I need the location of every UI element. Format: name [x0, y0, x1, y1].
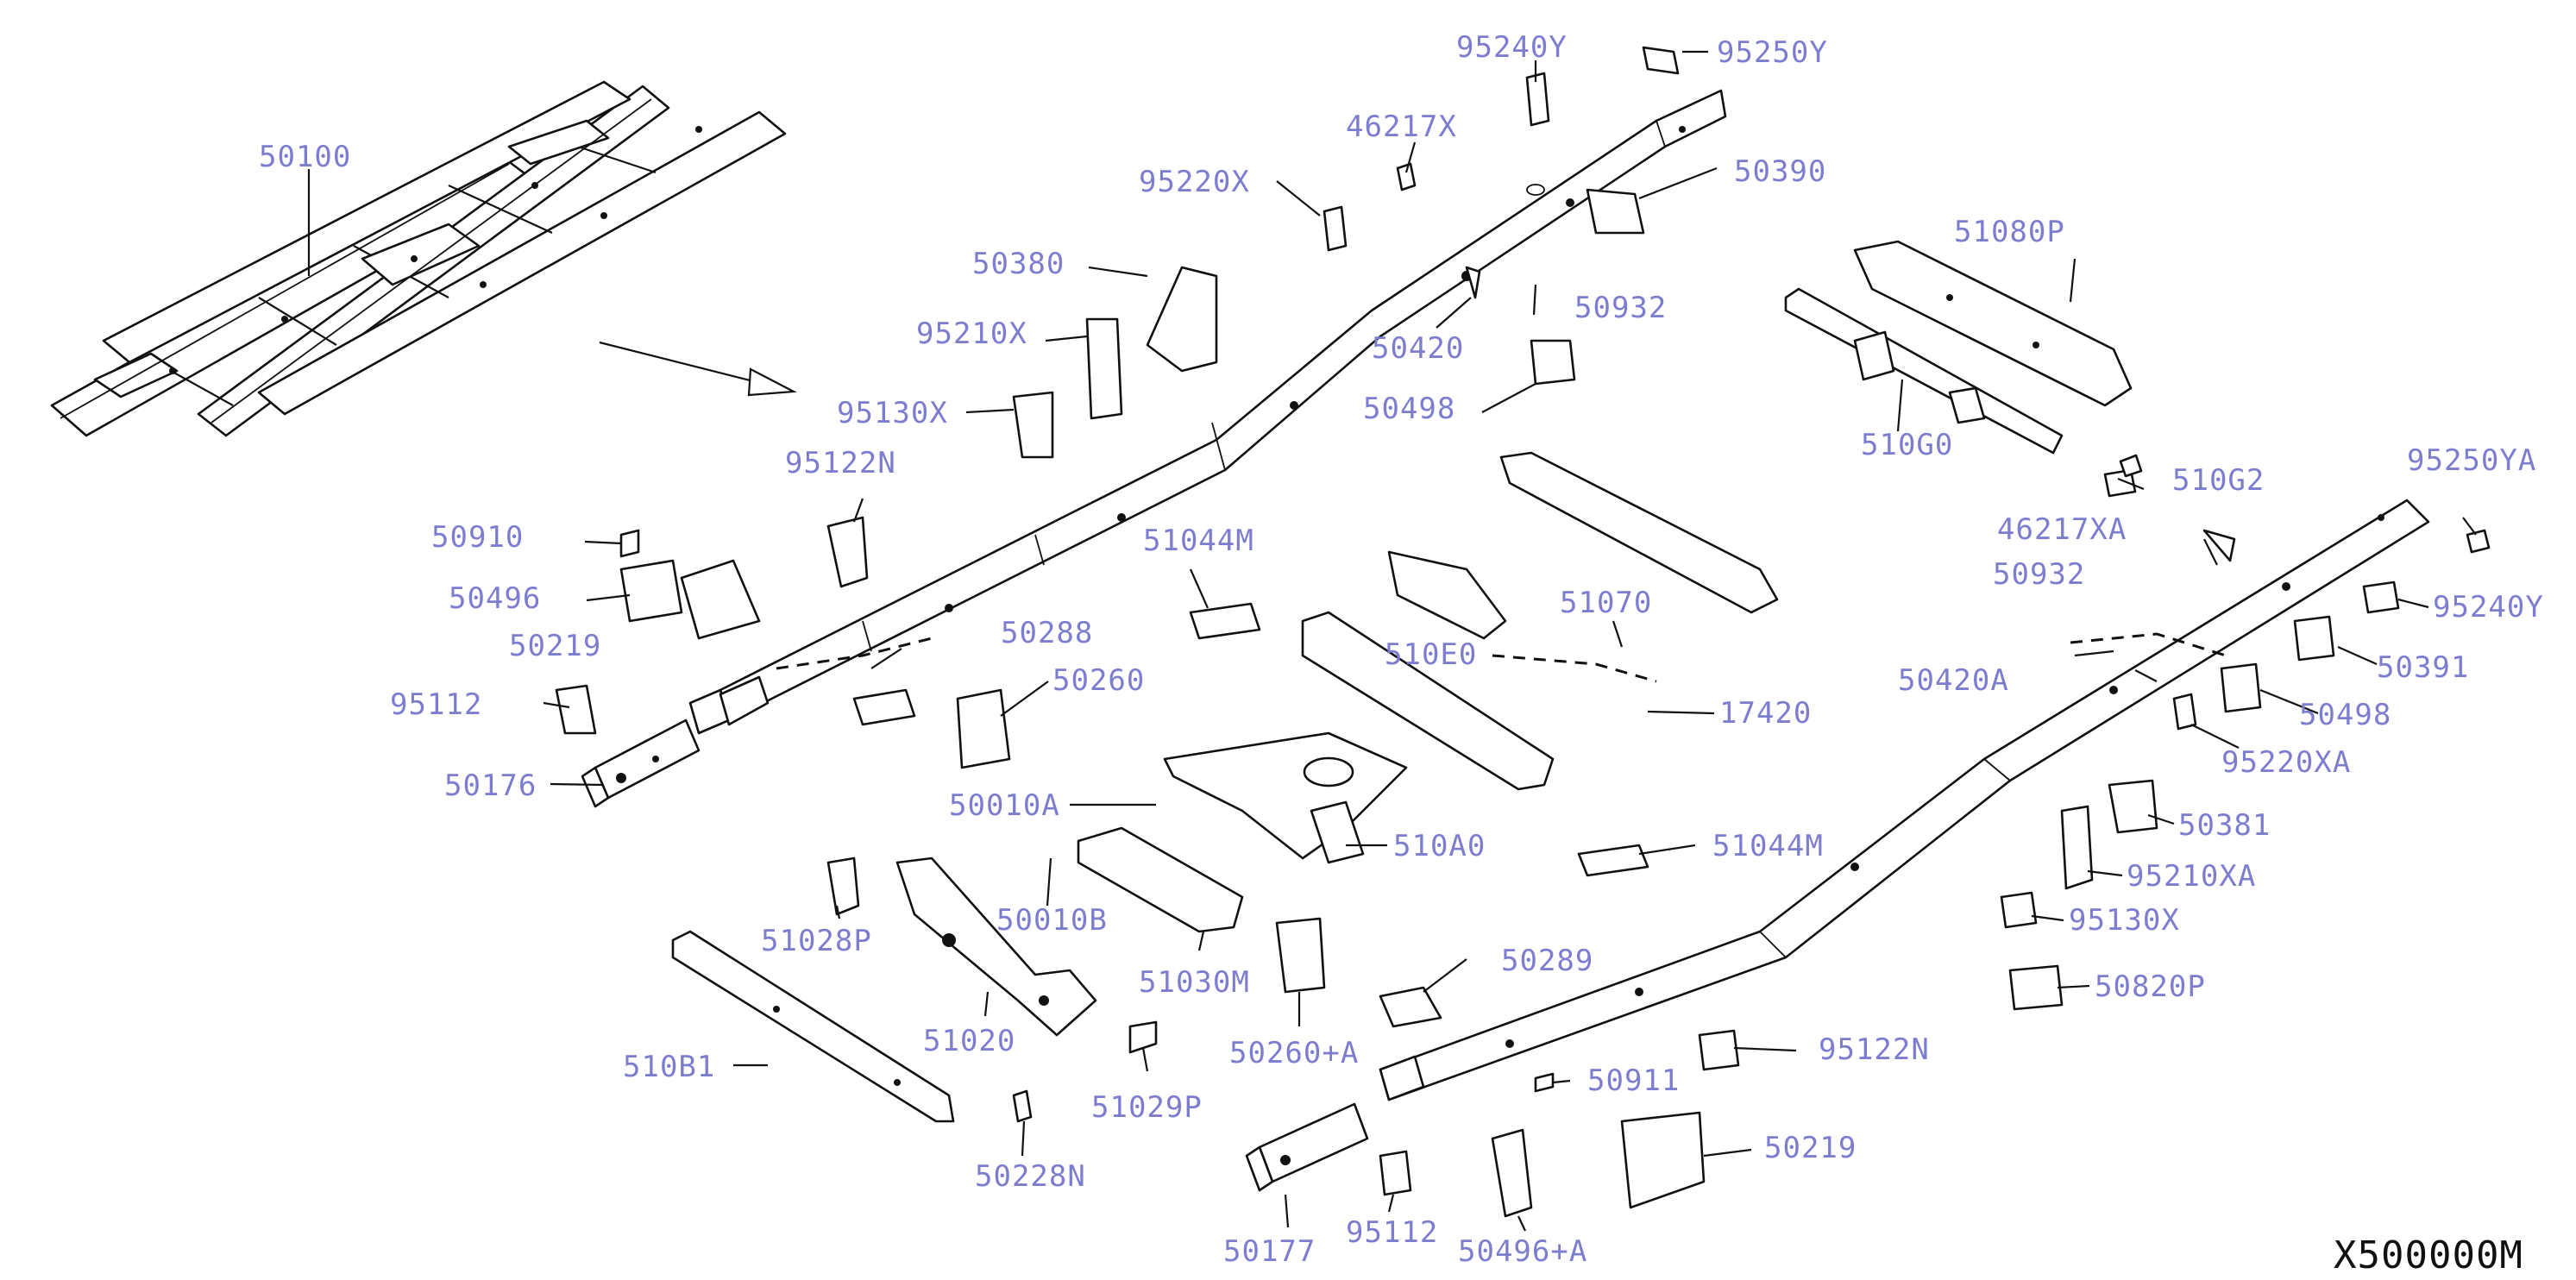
- label-50910: 50910: [431, 520, 524, 555]
- label-95240Y-lower: 95240Y: [2433, 590, 2544, 624]
- diagram-code: X500000M: [2334, 1233, 2523, 1277]
- label-510G2: 510G2: [2172, 463, 2265, 498]
- label-510G0: 510G0: [1861, 428, 1953, 462]
- label-50100: 50100: [259, 140, 351, 174]
- label-50420A: 50420A: [1898, 663, 2009, 698]
- arrow-icon: [599, 341, 797, 397]
- label-51080P: 51080P: [1954, 215, 2065, 249]
- label-95220XA: 95220XA: [2221, 745, 2351, 780]
- label-95112-upper: 95112: [390, 687, 482, 722]
- cross-member-51070: [1499, 451, 1779, 614]
- label-50010B: 50010B: [996, 903, 1108, 938]
- label-510B1: 510B1: [623, 1050, 715, 1084]
- label-50010A: 50010A: [949, 788, 1060, 823]
- label-95122N-lower: 95122N: [1819, 1032, 1930, 1067]
- label-50381: 50381: [2178, 808, 2271, 843]
- label-50932-lower: 50932: [1993, 557, 2085, 592]
- label-50176: 50176: [444, 769, 537, 803]
- cross-member-51080P: [1853, 240, 2133, 407]
- cross-member-510A0: [1163, 731, 1408, 864]
- label-510A0: 510A0: [1393, 829, 1486, 863]
- label-95112-lower: 95112: [1346, 1215, 1438, 1250]
- label-51044M-upper: 51044M: [1143, 524, 1254, 558]
- label-50177: 50177: [1223, 1234, 1316, 1269]
- label-95130X-upper: 95130X: [837, 396, 948, 430]
- label-51028P: 51028P: [761, 924, 872, 958]
- label-50228N: 50228N: [975, 1159, 1086, 1194]
- label-50390: 50390: [1734, 154, 1826, 189]
- label-17420: 17420: [1719, 696, 1812, 731]
- front-extension-50177: [1245, 1055, 1425, 1192]
- label-50380: 50380: [972, 247, 1065, 281]
- cross-member-510B1: [671, 930, 955, 1123]
- label-50820P: 50820P: [2095, 969, 2206, 1004]
- label-95220X: 95220X: [1139, 165, 1250, 199]
- label-51070: 51070: [1560, 586, 1652, 620]
- label-50496: 50496: [449, 581, 541, 616]
- leader-lines: [307, 50, 2477, 1232]
- cross-member-51030M: [1077, 826, 1244, 933]
- label-50288: 50288: [1001, 616, 1093, 650]
- label-95250YA: 95250YA: [2407, 443, 2536, 478]
- label-95240Y: 95240Y: [1456, 30, 1568, 65]
- frame-assembly-overview: [50, 80, 787, 437]
- label-95122N-upper: 95122N: [785, 446, 896, 480]
- label-51020: 51020: [923, 1024, 1015, 1058]
- label-50911: 50911: [1587, 1064, 1680, 1098]
- label-50498-upper: 50498: [1363, 392, 1455, 426]
- callout-labels: 50100 95240Y 95250Y 46217X 95220X 50390 …: [259, 30, 2544, 1269]
- label-95210X: 95210X: [916, 317, 1027, 351]
- label-46217XA: 46217XA: [1997, 512, 2127, 547]
- label-50260-A: 50260+A: [1229, 1036, 1359, 1070]
- right-side-rail: [1379, 499, 2430, 1101]
- label-50219-lower: 50219: [1764, 1131, 1857, 1165]
- label-51030M: 51030M: [1139, 965, 1250, 1000]
- label-510E0: 510E0: [1385, 637, 1477, 672]
- cross-member-510G0: [1784, 287, 2064, 455]
- label-50260: 50260: [1052, 663, 1145, 698]
- label-95130X-lower: 95130X: [2069, 903, 2180, 938]
- label-50498-lower: 50498: [2299, 698, 2391, 732]
- cross-member-51020: [895, 856, 1097, 1037]
- cross-member-510E0: [1301, 550, 1555, 791]
- label-46217X: 46217X: [1346, 110, 1457, 144]
- left-side-rail: [688, 89, 1727, 735]
- label-50289: 50289: [1501, 944, 1593, 978]
- label-50420: 50420: [1372, 331, 1464, 366]
- label-95250Y: 95250Y: [1717, 35, 1828, 70]
- label-51029P: 51029P: [1091, 1090, 1203, 1125]
- label-95210XA: 95210XA: [2127, 859, 2256, 894]
- brackets: [555, 46, 2491, 1218]
- label-51044M-lower: 51044M: [1712, 829, 1824, 863]
- front-extension-50176: [581, 675, 770, 808]
- label-50219-upper: 50219: [509, 629, 601, 663]
- label-50496-A: 50496+A: [1458, 1234, 1587, 1269]
- label-50391: 50391: [2377, 650, 2469, 685]
- label-50932-upper: 50932: [1574, 291, 1667, 325]
